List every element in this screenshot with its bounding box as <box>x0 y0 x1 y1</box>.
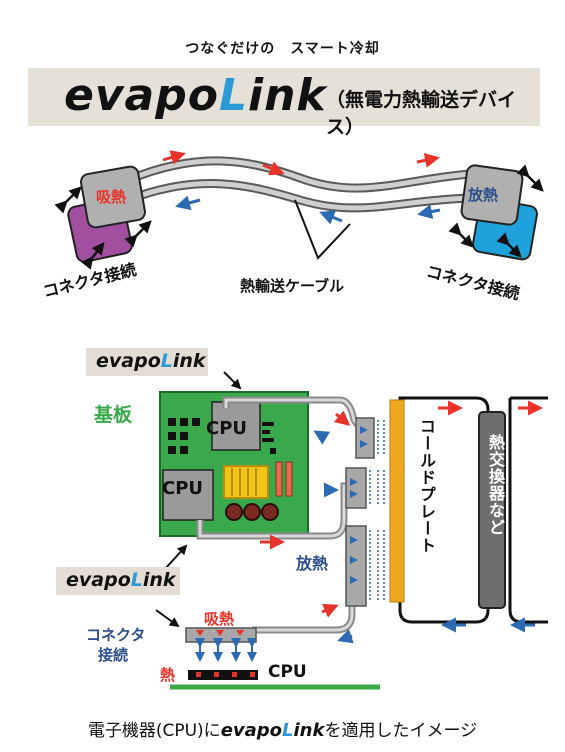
hot-arrow-3 <box>416 152 440 168</box>
release-label-bottom: 放熱 <box>296 554 329 573</box>
brand-part-ink: ink <box>248 70 327 121</box>
cpu-die <box>188 670 258 680</box>
heat-label: 熱 <box>160 666 176 684</box>
cold-arrow-1 <box>175 195 201 211</box>
cpu-cold-arrow <box>337 629 354 644</box>
tag-pointer-3 <box>155 609 180 628</box>
evaporator-hot-marks <box>196 630 244 636</box>
cpu-hot-arrow <box>321 603 339 618</box>
brand-part-evapo: evapo <box>64 70 219 121</box>
tag2-part-L: L <box>130 569 143 591</box>
cpu-label-3: CPU <box>268 662 307 682</box>
tag2-part-evapo: evapo <box>66 569 131 591</box>
caption-brand: evapoLink <box>221 720 325 741</box>
cold-arrow-2 <box>319 210 343 225</box>
cable-pointer <box>294 199 351 260</box>
caption-prefix: 電子機器(CPU)に <box>87 721 221 741</box>
brand-logo: evapoLink <box>64 70 327 121</box>
cpu-chip-2 <box>162 469 214 521</box>
cpu-label-2: CPU <box>162 478 204 499</box>
plate-interface <box>369 420 385 602</box>
cpu-chip-1 <box>211 401 261 451</box>
cable-label: 熱輸送ケーブル <box>240 277 345 295</box>
connector-pin-2 <box>285 461 293 497</box>
cold-plate <box>389 399 405 603</box>
cold-plate-label: コールドプレート <box>417 418 436 554</box>
loop-1 <box>398 396 490 624</box>
cold-arrow-3 <box>417 204 441 220</box>
capacitor-3 <box>261 503 279 521</box>
tag-pointer-2 <box>163 544 188 571</box>
connector-arrow-right-1 <box>516 164 544 192</box>
caption-brand-ink: ink <box>293 720 325 741</box>
connector-pin-1 <box>275 461 283 497</box>
tag2-part-ink: ink <box>142 569 176 591</box>
plate-connector-1 <box>355 417 375 459</box>
loop-2 <box>508 396 548 624</box>
caption-brand-L: L <box>282 720 294 741</box>
title-banner: evapoLink （無電力熱輸送デバイス） <box>28 68 540 138</box>
absorb-label-bottom: 吸熱 <box>204 610 235 628</box>
caption-suffix: を適用したイメージ <box>324 721 478 741</box>
cpu-cooling-illustration <box>155 371 548 690</box>
plate-connector-2 <box>345 467 367 509</box>
connector-arrow-left-1 <box>54 186 82 214</box>
caption: 電子機器(CPU)にevapoLinkを適用したイメージ <box>0 716 565 741</box>
absorb-block-front <box>80 165 146 229</box>
board-label: 基板 <box>94 404 133 426</box>
plate-connector-3 <box>345 525 367 607</box>
board-cold-arrow-1 <box>313 430 331 445</box>
tag1-part-L: L <box>160 350 173 372</box>
cpu-label-1: CPU <box>206 418 248 439</box>
cpu-heat-marks <box>196 672 255 677</box>
board-hot-arrow-1 <box>333 410 351 426</box>
connector-label-1: コネクタ <box>86 626 146 644</box>
evapolink-tag-2: evapoLink <box>56 567 180 595</box>
board-chips <box>168 418 276 454</box>
hot-arrow-2 <box>262 161 285 176</box>
absorb-label: 吸熱 <box>96 188 127 206</box>
caption-brand-evapo: evapo <box>220 720 283 741</box>
tagline: つなぐだけの スマート冷却 <box>185 41 380 57</box>
capacitor-2 <box>243 503 261 521</box>
connector-arrow-right-2 <box>448 222 474 248</box>
connector-label-2: 接続 <box>98 646 129 664</box>
heat-exchanger <box>478 411 506 609</box>
tag1-part-ink: ink <box>172 350 206 372</box>
tag1-part-evapo: evapo <box>96 350 161 372</box>
tag-pointer-1 <box>223 371 242 390</box>
plate-flow-arrows <box>350 426 368 584</box>
cpu-contact-arrows <box>195 638 257 662</box>
release-label: 放熱 <box>468 186 499 204</box>
connector-arrow-left-2 <box>124 220 152 248</box>
connector-arrow-right-3 <box>496 232 522 258</box>
title-subtitle: （無電力熱輸送デバイス） <box>326 89 517 138</box>
capacitor-1 <box>225 503 243 521</box>
connector-arrow-left-3 <box>80 242 105 270</box>
cable-illustration <box>54 150 544 270</box>
heat-exchanger-label: 熱交換器など <box>486 434 505 536</box>
release-block-front <box>460 164 524 226</box>
hot-arrow-1 <box>162 150 186 165</box>
brand-part-L: L <box>218 70 248 121</box>
evapolink-tag-1: evapoLink <box>86 348 208 376</box>
memory-module <box>223 465 269 499</box>
